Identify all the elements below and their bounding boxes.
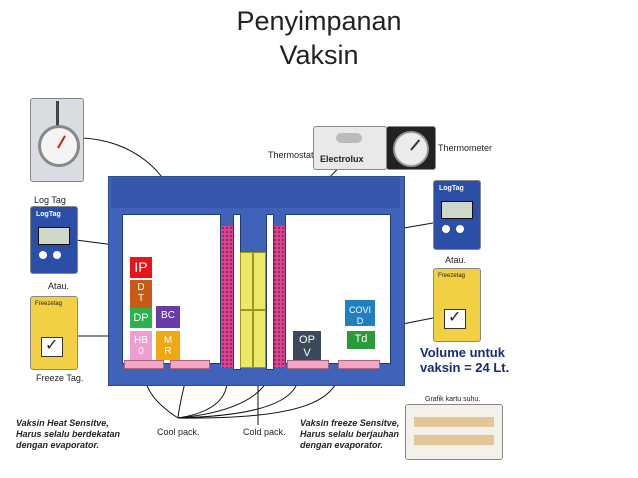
cool-pack-pad-3: [287, 360, 329, 369]
freeze-tag-brand-right: Freezetag: [438, 273, 466, 279]
chip-dpt: DP: [130, 308, 152, 328]
heat-note-line-1: Vaksin Heat Sensitve,: [16, 418, 109, 428]
atau-label-left: Atau.: [48, 281, 70, 291]
freeze-tag-device-left: Freezetag ✓: [30, 296, 78, 370]
dial-thermometer-icon: [38, 125, 80, 167]
chip-td: Td: [347, 331, 375, 349]
evaporator-left: [221, 226, 233, 368]
title-line-2: Vaksin: [279, 40, 359, 70]
freeze-note-line-3: dengan evaporator.: [300, 440, 384, 450]
refrigerator-lid: [111, 178, 400, 208]
thermometer-label: Thermometer: [438, 143, 493, 153]
cool-pack-label: Cool pack.: [157, 427, 200, 437]
cold-pack-label: Cold pack.: [243, 427, 286, 437]
grafik-label: Grafik kartu suhu.: [425, 396, 481, 403]
thermostat-label: Thermostat: [268, 150, 314, 160]
log-tag-brand-right: LogTag: [439, 185, 464, 192]
heat-sensitive-note: Vaksin Heat Sensitve, Harus selalu berde…: [16, 418, 120, 451]
log-tag-device-right: LogTag: [433, 180, 481, 250]
cold-pack-2: [253, 252, 266, 310]
freeze-tag-brand-left: Freezetag: [35, 301, 63, 307]
heat-note-line-2: Harus selalu berdekatan: [16, 429, 121, 439]
log-tag-label: Log Tag: [34, 195, 66, 205]
evaporator-right: [273, 226, 285, 368]
temperature-chart-card: [405, 404, 503, 460]
chip-dt: DT: [130, 280, 152, 308]
title-line-1: Penyimpanan: [236, 6, 402, 36]
volume-note: Volume untuk vaksin = 24 Lt.: [420, 345, 509, 375]
cool-pack-pad-1: [124, 360, 164, 369]
volume-line-2: vaksin = 24 Lt.: [420, 360, 510, 375]
heat-note-line-3: dengan evaporator.: [16, 440, 100, 450]
cold-pack-3: [240, 310, 253, 368]
check-icon-right: ✓: [448, 309, 462, 326]
volume-line-1: Volume untuk: [420, 345, 505, 360]
thermometer-dial-icon: [393, 131, 429, 167]
center-divider-right: [266, 214, 274, 370]
cold-pack-1: [240, 252, 253, 310]
thermostat-device: Electrolux: [313, 126, 387, 170]
page-title: Penyimpanan Vaksin: [0, 4, 638, 72]
cool-pack-pad-2: [170, 360, 210, 369]
cold-pack-4: [253, 310, 266, 368]
chip-ip: IP: [130, 257, 152, 278]
brand-text: Electrolux: [320, 154, 364, 164]
thermometer-device: [386, 126, 436, 170]
cool-pack-pad-4: [338, 360, 380, 369]
dial-thermometer-photo: [30, 98, 84, 182]
log-tag-brand-left: LogTag: [36, 211, 61, 218]
chip-bcg: BC: [156, 306, 180, 328]
atau-label-right: Atau.: [445, 255, 467, 265]
freeze-tag-label: Freeze Tag.: [36, 373, 84, 383]
chip-hb0: HB0: [130, 331, 152, 360]
chip-covid: COVID: [345, 300, 375, 326]
chip-opv: OPV: [293, 331, 321, 360]
chip-mr: MR: [156, 331, 180, 360]
freeze-note-line-1: Vaksin freeze Sensitve,: [300, 418, 400, 428]
freeze-note-line-2: Harus selalu berjauhan: [300, 429, 400, 439]
freeze-sensitive-note: Vaksin freeze Sensitve, Harus selalu ber…: [300, 418, 399, 451]
freeze-tag-device-right: Freezetag ✓: [433, 268, 481, 342]
check-icon: ✓: [45, 337, 59, 354]
log-tag-device-left: LogTag: [30, 206, 78, 274]
